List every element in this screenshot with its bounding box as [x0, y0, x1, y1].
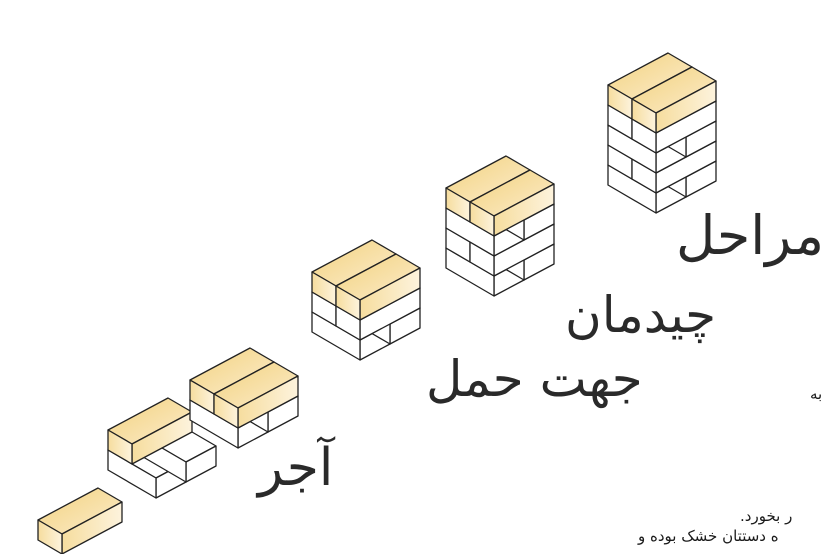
title-line-1: مراحل	[676, 204, 824, 267]
background-text-fragment-1: به	[810, 385, 822, 403]
title-line-2: چیدمان	[565, 286, 716, 344]
background-text-fragment-2: ر بخورد.	[740, 507, 792, 525]
title-line-3: جهت حمل	[426, 350, 643, 408]
title-line-4: آجر	[258, 438, 333, 498]
background-text-fragment-3: ه دستتان خشک بوده و	[638, 527, 779, 545]
